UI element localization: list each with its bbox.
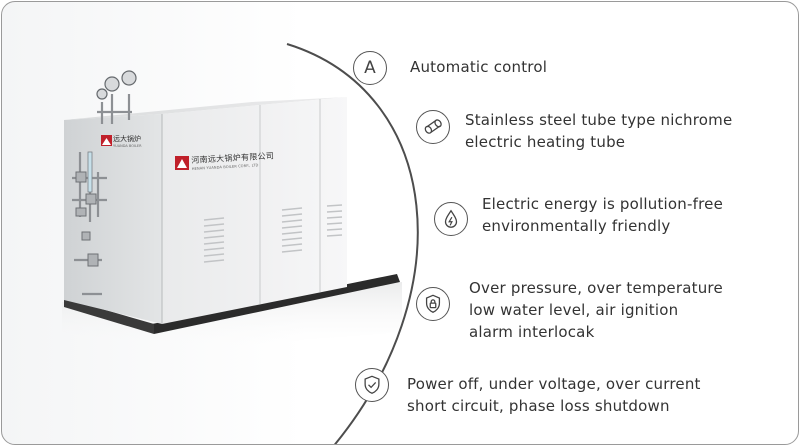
- feature-heating-tube: Stainless steel tube type nichrome elect…: [465, 109, 732, 153]
- side-brand-logo-text: 远大锅炉 YUANDA BOILER: [113, 134, 142, 148]
- feature-line: short circuit, phase loss shutdown: [407, 397, 670, 415]
- feature-alarm-interlock: Over pressure, over temperature low wate…: [469, 277, 723, 343]
- feature-line: low water level, air ignition: [469, 301, 679, 319]
- feature-shutdown-protection: Power off, under voltage, over current s…: [407, 373, 701, 417]
- lock-icon: [416, 287, 450, 321]
- letter-a-icon: A: [353, 51, 387, 85]
- feature-line: Electric energy is pollution-free: [482, 195, 723, 213]
- feature-line: alarm interlocak: [469, 323, 595, 341]
- feature-line: Over pressure, over temperature: [469, 279, 723, 297]
- energy-drop-icon: [434, 202, 468, 236]
- heating-tube-icon: [416, 110, 450, 144]
- feature-line: Power off, under voltage, over current: [407, 375, 701, 393]
- feature-automatic-control: Automatic control: [410, 56, 547, 78]
- feature-line: Automatic control: [410, 58, 548, 76]
- feature-line: environmentally friendly: [482, 217, 671, 235]
- side-brand-subname: YUANDA BOILER: [113, 144, 142, 148]
- feature-line: Stainless steel tube type nichrome: [465, 111, 733, 129]
- shield-check-icon: [355, 368, 389, 402]
- feature-line: electric heating tube: [465, 133, 626, 151]
- feature-pollution-free: Electric energy is pollution-free enviro…: [482, 193, 723, 237]
- side-brand-name: 远大锅炉: [113, 135, 141, 143]
